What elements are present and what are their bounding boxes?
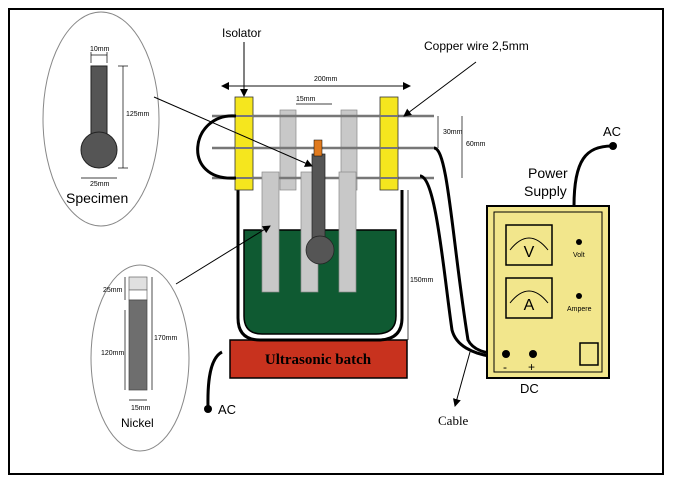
terminal-positive: [529, 350, 537, 358]
dim-specimen-bulb: 25mm: [90, 181, 110, 188]
dim-total-width: 200mm: [314, 76, 338, 83]
dim-spacing: 15mm: [296, 96, 316, 103]
nickel-label: Nickel: [121, 416, 154, 430]
power-supply: Power Supply V Volt A Ampere - +: [486, 165, 610, 379]
ammeter-symbol: A: [524, 297, 535, 314]
electrolyte: [243, 229, 397, 335]
nickel-detail: 25mm 120mm 170mm 15mm Nickel: [90, 264, 190, 452]
dc-label: DC: [520, 381, 539, 396]
ac-cable-power: [572, 144, 613, 207]
ammeter: [505, 277, 553, 319]
specimen-detail: 10mm 125mm 25mm Specimen: [42, 11, 160, 227]
voltmeter: [505, 224, 553, 266]
power-switch: [579, 342, 599, 366]
dim-height-150: 150mm: [410, 277, 434, 284]
minus-label: -: [503, 360, 507, 374]
plus-label: +: [528, 360, 535, 374]
nickel-electrodes: [261, 171, 357, 293]
terminal-negative: [502, 350, 510, 358]
copper-wire-label: Copper wire 2,5mm: [424, 39, 529, 53]
power-label-line1: Power: [528, 165, 568, 181]
dim-nickel-170: 170mm: [154, 335, 178, 342]
dim-specimen-top-width: 10mm: [90, 46, 110, 53]
ampere-label: Ampere: [567, 306, 592, 313]
bath-assembly: Ultrasonic batch 150mm: [229, 190, 434, 379]
volt-label: Volt: [573, 252, 585, 259]
loop-wire-left: [196, 114, 237, 180]
dim-specimen-length: 125mm: [126, 111, 150, 118]
dim-gap-30: 30mm: [443, 129, 463, 136]
isolator-right: [379, 96, 399, 191]
dim-nickel-width: 15mm: [131, 405, 151, 412]
specimen-label: Specimen: [66, 190, 128, 206]
isolator-label: Isolator: [222, 26, 261, 40]
ac-bottom-label: AC: [218, 402, 236, 417]
dim-nickel-120: 120mm: [101, 350, 125, 357]
ac-cable-bath: [206, 350, 223, 409]
cable-negative: [433, 146, 503, 356]
cable-label: Cable: [438, 413, 469, 428]
specimen-bulb: [80, 131, 118, 169]
outer-frame: [8, 8, 664, 475]
nickel-plate: [128, 299, 148, 391]
dim-gap-60: 60mm: [466, 141, 486, 148]
power-label-line2: Supply: [524, 183, 567, 199]
ac-top-label: AC: [603, 124, 621, 139]
ultrasonic-bath: [229, 339, 408, 379]
dim-nickel-top: 25mm: [103, 287, 123, 294]
specimen-in-bath: [305, 139, 335, 265]
voltmeter-symbol: V: [524, 244, 535, 261]
isolator-left: [234, 96, 254, 191]
ultrasonic-label: Ultrasonic batch: [265, 352, 372, 368]
